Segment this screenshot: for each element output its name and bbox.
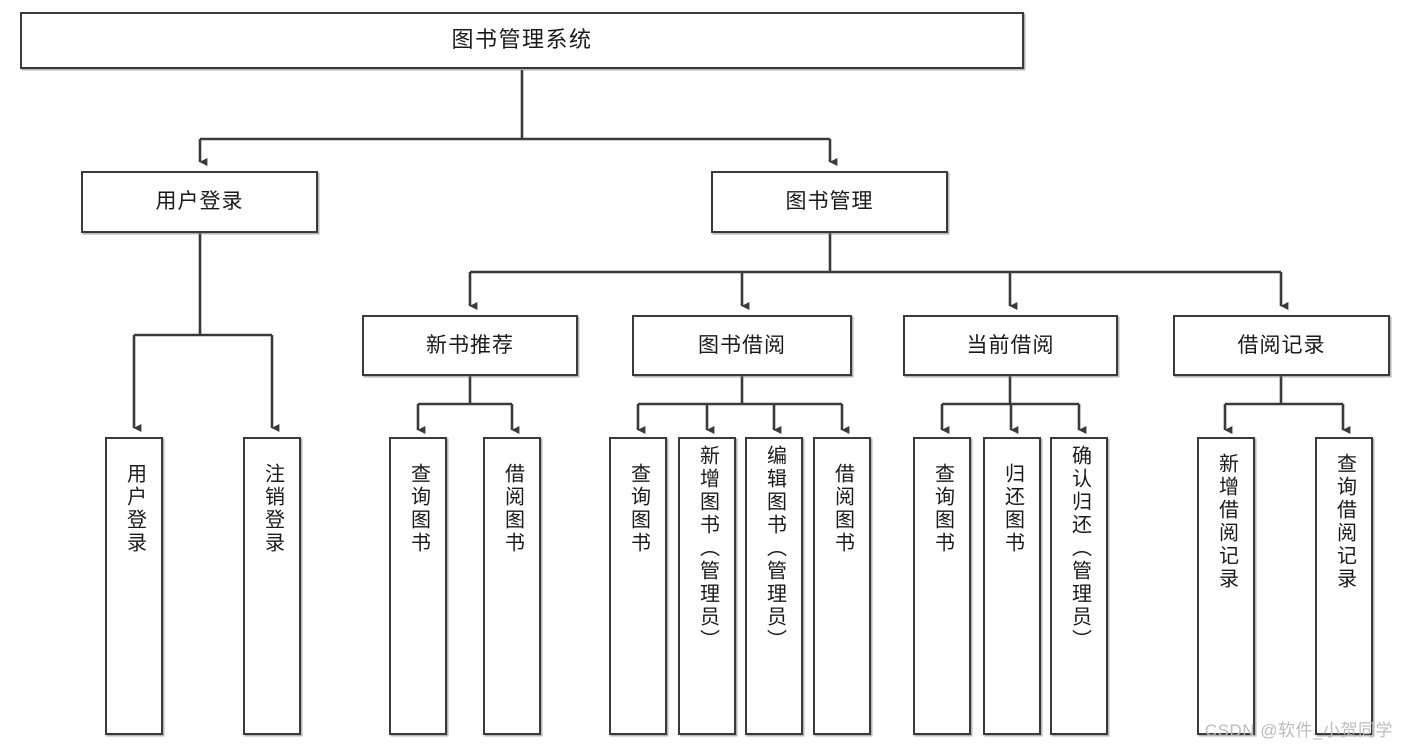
node-new-book-recommend[interactable]: 新书推荐	[362, 315, 578, 376]
node-borrow-record[interactable]: 借阅记录	[1173, 315, 1390, 376]
leaf-label: 确认归还（管理员）	[1068, 445, 1091, 652]
node-label: 图书管理系统	[451, 27, 593, 53]
leaf-label: 查询借阅记录	[1333, 453, 1356, 591]
node-label: 当前借阅	[966, 333, 1055, 357]
leaf-user-login-logout[interactable]: 注销登录	[243, 437, 301, 735]
csdn-watermark: CSDN @软件_小贺同学	[1204, 721, 1393, 740]
node-label: 用户登录	[155, 190, 244, 214]
node-label: 图书管理	[785, 190, 874, 214]
node-book-borrow[interactable]: 图书借阅	[632, 315, 852, 376]
leaf-book-borrow-edit-book-admin[interactable]: 编辑图书（管理员）	[745, 437, 803, 735]
leaf-label: 用户登录	[123, 463, 146, 555]
leaf-label: 归还图书	[1001, 463, 1024, 555]
leaf-label: 查询图书	[627, 463, 650, 555]
leaf-new-book-borrow-book[interactable]: 借阅图书	[483, 437, 541, 735]
leaf-user-login-login[interactable]: 用户登录	[105, 437, 163, 735]
leaf-book-borrow-borrow-book[interactable]: 借阅图书	[813, 437, 871, 735]
leaf-current-borrow-confirm-return-admin[interactable]: 确认归还（管理员）	[1050, 437, 1108, 735]
leaf-label: 编辑图书（管理员）	[763, 445, 786, 652]
node-book-management[interactable]: 图书管理	[711, 171, 948, 233]
node-label: 图书借阅	[698, 333, 786, 357]
node-user-login[interactable]: 用户登录	[81, 171, 318, 233]
node-label: 新书推荐	[426, 333, 514, 357]
leaf-borrow-record-query-record[interactable]: 查询借阅记录	[1315, 437, 1373, 735]
node-root-book-management-system[interactable]: 图书管理系统	[20, 12, 1024, 69]
leaf-current-borrow-return-book[interactable]: 归还图书	[983, 437, 1041, 735]
leaf-label: 查询图书	[931, 463, 954, 555]
leaf-current-borrow-query-book[interactable]: 查询图书	[913, 437, 971, 735]
leaf-label: 借阅图书	[831, 463, 854, 555]
leaf-label: 新增借阅记录	[1215, 453, 1238, 591]
leaf-borrow-record-add-record[interactable]: 新增借阅记录	[1197, 437, 1255, 735]
node-current-borrow[interactable]: 当前借阅	[903, 315, 1118, 376]
leaf-book-borrow-add-book-admin[interactable]: 新增图书（管理员）	[678, 437, 736, 735]
leaf-label: 查询图书	[407, 463, 430, 555]
leaf-label: 新增图书（管理员）	[696, 445, 719, 652]
leaf-label: 注销登录	[261, 463, 284, 555]
leaf-book-borrow-query-book[interactable]: 查询图书	[609, 437, 667, 735]
leaf-new-book-query-book[interactable]: 查询图书	[389, 437, 447, 735]
leaf-label: 借阅图书	[501, 463, 524, 555]
node-label: 借阅记录	[1237, 333, 1326, 357]
